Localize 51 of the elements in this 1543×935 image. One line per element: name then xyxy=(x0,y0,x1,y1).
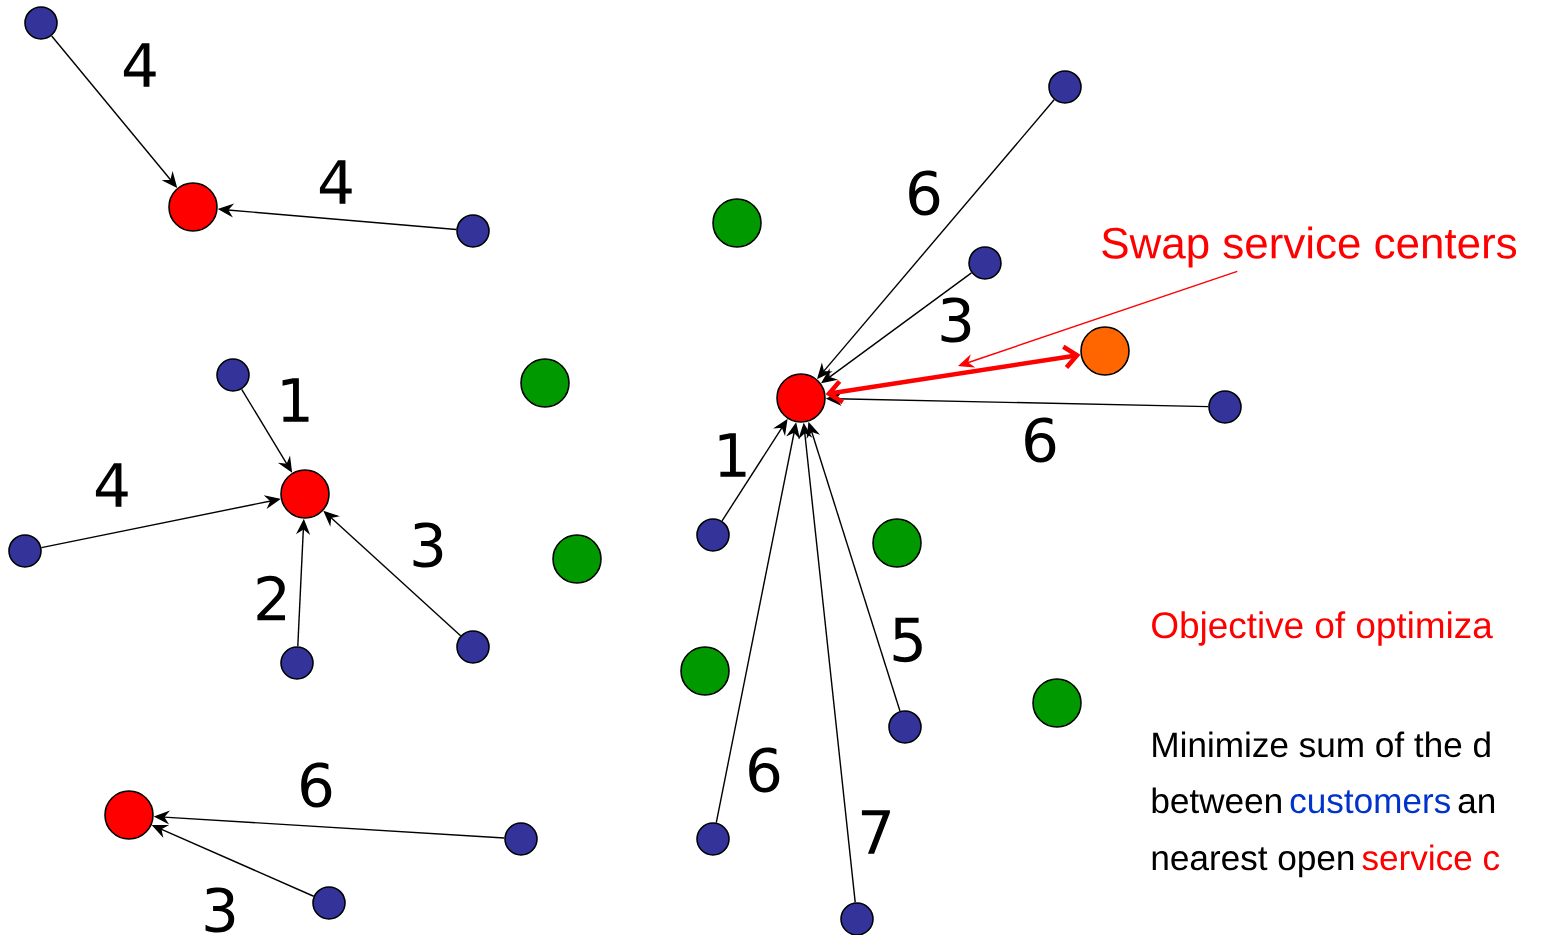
edge-label: 2 xyxy=(257,575,285,621)
edge-label: 6 xyxy=(1025,417,1056,463)
small-circle xyxy=(888,710,922,744)
edge-label: 6 xyxy=(749,747,780,793)
edge-label: 3 xyxy=(205,887,235,933)
edge-label: 3 xyxy=(941,297,971,343)
large-circle xyxy=(104,790,154,840)
small-circle xyxy=(216,358,250,392)
edge-label: 3 xyxy=(413,522,443,568)
body-text: nearest open xyxy=(1152,847,1354,878)
small-circle xyxy=(8,534,42,568)
small-circle xyxy=(456,214,490,248)
large-circle xyxy=(1032,678,1082,728)
edge-label: 6 xyxy=(909,170,940,216)
body-text: Minimize sum of the d xyxy=(1153,731,1490,758)
large-circle xyxy=(776,373,826,423)
edge-label: 7 xyxy=(861,810,890,854)
large-circle xyxy=(1080,326,1130,376)
large-circle xyxy=(520,358,570,408)
large-circle xyxy=(680,646,730,696)
body-text: between xyxy=(1152,787,1281,814)
body-text: service c xyxy=(1362,844,1500,871)
large-circle xyxy=(168,182,218,232)
small-circle xyxy=(968,246,1002,280)
annotation-text: Swap service centers xyxy=(1102,226,1517,268)
leader-line xyxy=(958,270,1238,368)
edge-label: 6 xyxy=(301,762,332,808)
large-circle xyxy=(872,518,922,568)
body-text: customers xyxy=(1290,790,1450,814)
small-circle xyxy=(696,822,730,856)
edge-label: 5 xyxy=(893,617,922,663)
body-text: an xyxy=(1458,794,1494,814)
large-circle xyxy=(280,469,330,519)
small-circle xyxy=(696,518,730,552)
large-circle xyxy=(712,198,762,248)
edge-label: 1 xyxy=(282,378,309,422)
heading: Objective of optimiza xyxy=(1152,611,1493,646)
edge-label: 1 xyxy=(719,433,746,477)
large-circle xyxy=(552,534,602,584)
small-circle xyxy=(1048,70,1082,104)
small-circle xyxy=(312,886,346,920)
small-circle xyxy=(504,822,538,856)
small-circle xyxy=(456,630,490,664)
small-circle xyxy=(24,6,58,40)
small-circle xyxy=(1208,390,1242,424)
arrow xyxy=(825,344,1081,405)
small-circle xyxy=(280,646,314,680)
edge-label: 4 xyxy=(319,160,352,204)
small-circle xyxy=(840,902,874,935)
edge-label: 4 xyxy=(123,43,156,87)
edge-label: 4 xyxy=(95,463,128,507)
